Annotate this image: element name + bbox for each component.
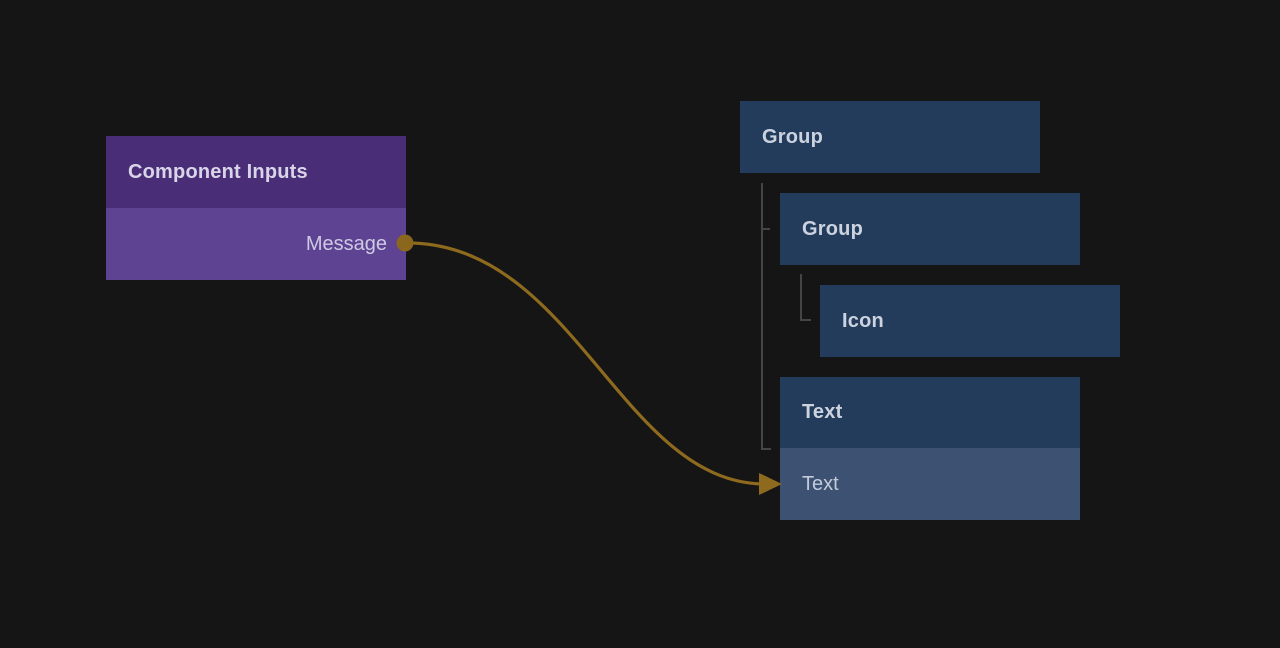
layer-node-text-header[interactable]: Text: [780, 377, 1080, 448]
layer-node-group-inner[interactable]: Group: [780, 193, 1080, 265]
layer-node-label: Group: [762, 125, 823, 148]
message-output-row[interactable]: Message: [106, 208, 406, 280]
message-output-port-icon[interactable]: [396, 234, 414, 252]
tree-connector-elbow-icon: [800, 319, 811, 321]
layer-node-group-outer[interactable]: Group: [740, 101, 1040, 173]
tree-connector-vertical-icon: [800, 274, 802, 321]
component-inputs-header[interactable]: Component Inputs: [106, 136, 406, 208]
layer-node-label: Group: [802, 217, 863, 240]
component-inputs-title: Component Inputs: [128, 160, 308, 183]
wire-arrowhead-icon: [759, 473, 782, 495]
component-inputs-node[interactable]: Component Inputs Message: [106, 136, 406, 280]
message-to-text-wire[interactable]: [411, 241, 764, 486]
layer-node-text-target-row[interactable]: Text: [780, 448, 1080, 520]
layer-node-label: Icon: [842, 309, 884, 332]
layer-node-sub-label: Text: [802, 472, 839, 495]
tree-connector-vertical-main: [761, 183, 763, 450]
message-output-label: Message: [305, 232, 387, 255]
layer-node-icon[interactable]: Icon: [820, 285, 1120, 357]
tree-connector-elbow-text: [761, 448, 771, 450]
layer-node-text[interactable]: Text Text: [780, 377, 1080, 520]
tree-connector-tick-group: [761, 228, 770, 230]
layer-node-label: Text: [802, 401, 843, 423]
